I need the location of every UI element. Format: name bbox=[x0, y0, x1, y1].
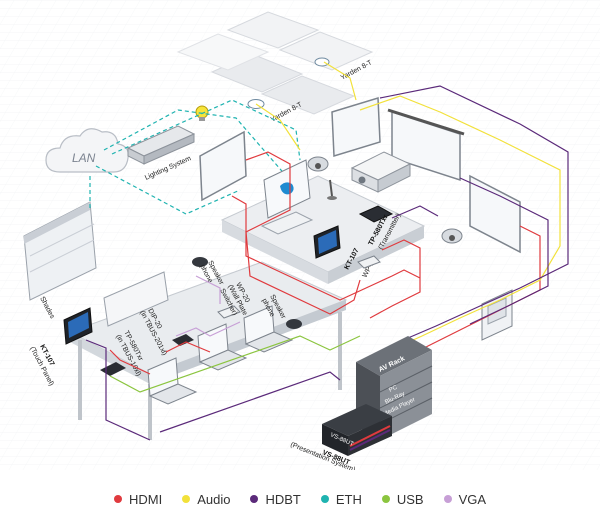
legend-label: HDBT bbox=[265, 491, 301, 507]
av-system-diagram: Yarden 8-T Yarden 8-T LAN Lighting Syste… bbox=[0, 0, 600, 470]
ceiling-camera-icon bbox=[441, 228, 463, 244]
kt107-touch-panel bbox=[63, 307, 93, 345]
ceiling-tiles bbox=[176, 11, 374, 115]
legend-label: USB bbox=[396, 491, 424, 507]
kt107-panel-top bbox=[313, 225, 341, 259]
microphone-icon bbox=[327, 179, 337, 200]
lan-label: LAN bbox=[72, 151, 96, 165]
vga-cables bbox=[175, 275, 241, 337]
legend-item-usb: USB bbox=[381, 491, 424, 507]
legend-label: Audio bbox=[197, 491, 231, 507]
legend-item-hdbt: HDBT bbox=[250, 491, 301, 507]
audio-dot-icon bbox=[182, 495, 191, 503]
legend-label: HDMI bbox=[128, 491, 163, 507]
lighting-system bbox=[126, 105, 209, 165]
wall-display-right bbox=[469, 174, 521, 254]
yarden-speaker-icon bbox=[314, 57, 330, 67]
speakerphone-icon bbox=[192, 257, 208, 267]
speakerphone-icon bbox=[286, 319, 302, 329]
hdbt-cables bbox=[85, 85, 569, 441]
lightbulb-icon bbox=[195, 105, 209, 119]
laptop-icon bbox=[243, 305, 294, 353]
av-rack bbox=[356, 336, 433, 440]
vs88ut-switcher bbox=[322, 404, 392, 456]
legend-label: VGA bbox=[458, 491, 487, 507]
projector bbox=[350, 151, 412, 193]
dip20-device bbox=[172, 334, 194, 346]
wall-display-center bbox=[331, 97, 381, 157]
audio-cables bbox=[255, 61, 561, 347]
legend: HDMI Audio HDBT ETH USB VGA bbox=[0, 486, 600, 512]
usb-dot-icon bbox=[381, 495, 390, 503]
vga-dot-icon bbox=[443, 495, 452, 503]
legend-item-vga: VGA bbox=[443, 491, 487, 507]
lan-cloud-icon bbox=[45, 128, 129, 173]
shades-window bbox=[23, 201, 97, 301]
tp580txr-transmitter bbox=[358, 205, 394, 223]
rack-pc-label: PC bbox=[388, 384, 399, 393]
ceiling-camera-icon bbox=[307, 156, 329, 172]
legend-item-hdmi: HDMI bbox=[113, 491, 163, 507]
wall-display-left bbox=[199, 130, 247, 202]
hdmi-dot-icon bbox=[113, 495, 122, 503]
legend-label: ETH bbox=[335, 491, 362, 507]
eth-connections bbox=[89, 99, 301, 215]
usb-cables bbox=[109, 335, 361, 393]
hdbt-dot-icon bbox=[250, 495, 259, 503]
wp20-top bbox=[357, 255, 381, 269]
eth-dot-icon bbox=[320, 495, 329, 503]
legend-item-eth: ETH bbox=[320, 491, 362, 507]
legend-item-audio: Audio bbox=[182, 492, 230, 507]
wp20-wall-plate bbox=[217, 305, 241, 319]
